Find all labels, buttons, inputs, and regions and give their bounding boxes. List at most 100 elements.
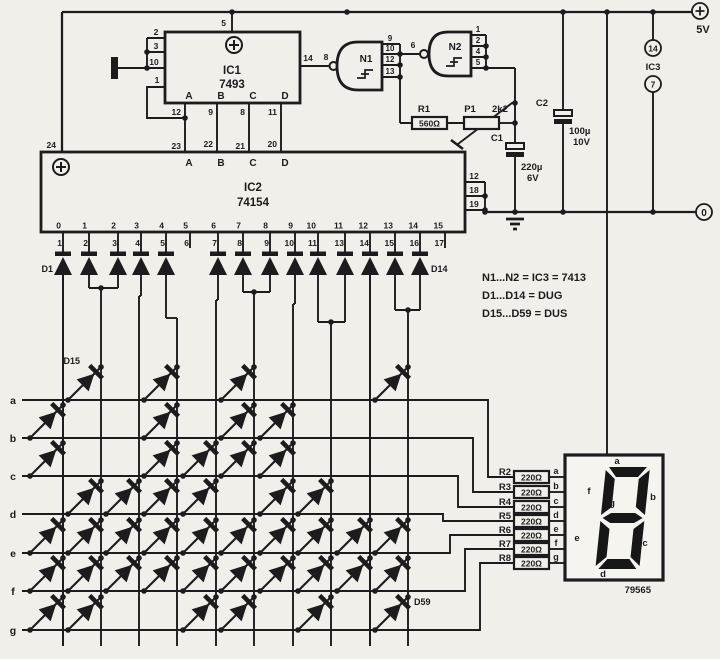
junction-dot [65, 627, 71, 633]
junction-dot [218, 550, 224, 556]
matrix-diode [76, 564, 95, 583]
matrix-diode-cathode-bar [88, 593, 105, 610]
supply-voltage-label: 5V [696, 24, 710, 36]
matrix-diode [229, 449, 248, 468]
ic3-name: IC3 [646, 62, 661, 73]
resistor-name: R8 [499, 553, 511, 564]
ic1-out-a: A [185, 91, 192, 102]
junction-dot [141, 511, 147, 517]
matrix-diode-cathode-bar [357, 554, 374, 571]
diode-cathode-bar [133, 251, 149, 256]
ic2-in-pin: 20 [268, 139, 278, 149]
junction-dot [103, 511, 109, 517]
junction-dot [405, 594, 411, 600]
diode-cathode-bar [310, 251, 326, 256]
n1-outpin-label: 8 [324, 52, 329, 62]
ic2-output-number: 4 [159, 221, 164, 231]
ic2-output-number: 14 [409, 221, 419, 231]
junction-dot [65, 588, 71, 594]
diode-d-row [361, 257, 379, 275]
matrix-diode-cathode-bar [50, 401, 67, 418]
junction-dot [65, 397, 71, 403]
junction-dot [372, 627, 378, 633]
matrix-diode-cathode-bar [357, 516, 374, 533]
junction-dot [27, 435, 33, 441]
junction-dot [295, 627, 301, 633]
junction-dot [290, 555, 296, 561]
matrix-diode-cathode-bar [318, 477, 335, 494]
potentiometer-p1: P1 2k2 [462, 104, 508, 131]
ic2-output-pin-number: 17 [435, 238, 445, 248]
n2-in-pin: 1 [476, 25, 481, 34]
matrix-diode-cathode-bar [203, 439, 220, 456]
matrix-diode [229, 603, 248, 622]
matrix-row-b [22, 437, 514, 493]
matrix-diode-cathode-bar [318, 516, 335, 533]
ic1-out-c: C [249, 91, 256, 102]
junction-dot [290, 440, 296, 446]
junction-dot [180, 511, 186, 517]
ic2-output-number: 8 [263, 221, 268, 231]
matrix-diode-cathode-bar [88, 477, 105, 494]
matrix-row-g [22, 562, 514, 631]
matrix-diode-cathode-bar [241, 593, 258, 610]
junction-dot [60, 555, 66, 561]
ic2-output-pin-number: 2 [83, 238, 88, 248]
ic2-in-sig: D [281, 158, 288, 169]
display-pin-label-b: b [553, 481, 559, 491]
capacitor-c2: C2 100µ 10V [536, 98, 591, 148]
matrix-diode-cathode-bar [203, 554, 220, 571]
n2-outpin-label: 6 [411, 40, 416, 50]
matrix-diode [306, 603, 325, 622]
ic2-output-pin-number: 13 [335, 238, 345, 248]
junction-dot [98, 364, 104, 370]
matrix-diode [76, 603, 95, 622]
matrix-diode [268, 526, 287, 545]
ic1-7493: IC1 7493 5 2 3 10 1 14 A B C D 12 9 8 11 [149, 18, 313, 117]
diode-cathode-bar [158, 251, 174, 256]
segment-g [602, 513, 643, 523]
junction-dot [328, 517, 334, 523]
diode-d-row [132, 257, 150, 275]
display-pin-label-e: e [553, 524, 558, 534]
matrix-diode [152, 373, 171, 392]
supply-rails [60, 10, 696, 214]
junction-dot [103, 550, 109, 556]
plus-marker-ic1 [225, 36, 243, 54]
n2-input-node [471, 34, 516, 143]
matrix-diode-cathode-bar [241, 439, 258, 456]
junction-dot [257, 550, 263, 556]
junction-dot [27, 627, 33, 633]
diode-d-row [234, 257, 252, 275]
resistor-value: 220Ω [521, 517, 542, 527]
junction-dot [174, 555, 180, 561]
matrix-first-diode-label: D15 [63, 356, 80, 366]
matrix-diode [76, 526, 95, 545]
ic2-output-pin-number: 3 [112, 238, 117, 248]
segment-d [598, 559, 637, 569]
c1-name: C1 [491, 133, 504, 144]
matrix-diode [306, 564, 325, 583]
ic1-out-c-pin: 8 [240, 107, 245, 117]
matrix-diode-cathode-bar [203, 477, 220, 494]
junction-dot [218, 435, 224, 441]
diode-cathode-bar [55, 251, 71, 256]
segment-b [635, 470, 650, 515]
ic1-pin3-label: 3 [154, 41, 159, 51]
r1-value: 560Ω [419, 119, 440, 129]
matrix-row-label-c: c [10, 471, 16, 483]
ic2-output-number: 0 [56, 221, 61, 231]
matrix-diode [152, 449, 171, 468]
matrix-row-label-b: b [10, 433, 16, 445]
matrix-diode-cathode-bar [395, 554, 412, 571]
junction-dot [180, 588, 186, 594]
note-gates: N1...N2 = IC3 = 7413 [482, 272, 586, 284]
matrix-diode-cathode-bar [88, 363, 105, 380]
ic1-out-a-pin: 12 [172, 107, 182, 117]
matrix-diode-cathode-bar [126, 477, 143, 494]
matrix-row-label-d: d [10, 509, 16, 521]
r1-name: R1 [418, 104, 431, 115]
ic2-output-pin-number: 11 [308, 238, 317, 248]
